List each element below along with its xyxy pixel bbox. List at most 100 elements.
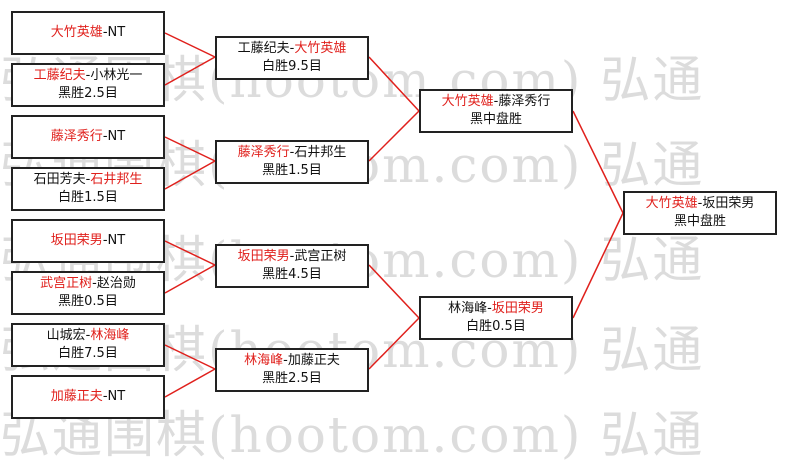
connector-line [368, 264, 420, 319]
players-line: 大竹英雄-NT [51, 24, 125, 42]
match-box-round1: 大竹英雄-NT [11, 11, 165, 55]
player-separator: - [85, 68, 91, 83]
match-result: 黑胜4.5目 [262, 267, 322, 282]
player-name: 石井邦生 [90, 172, 143, 187]
match-box-round1: 工藤纪夫-小林光一黑胜2.5目 [11, 63, 165, 107]
player-separator: - [102, 233, 108, 248]
match-result: 黑中盘胜 [673, 214, 726, 229]
player-name: 林海峰 [244, 353, 284, 368]
player-separator: - [92, 276, 97, 291]
match-box-round1: 坂田荣男-NT [11, 219, 165, 263]
match-box-round2: 林海峰-加藤正夫黑胜2.5目 [215, 348, 369, 392]
player-name: 坂田荣男 [50, 233, 103, 248]
match-box-round2: 坂田荣男-武宫正树黑胜4.5目 [215, 244, 369, 288]
player-separator: - [102, 129, 108, 144]
match-box-round1: 石田芳夫-石井邦生白胜1.5目 [11, 167, 165, 211]
match-result: 白胜7.5目 [58, 346, 118, 361]
player-name: 赵治勋 [96, 276, 136, 291]
player-name: 坂田荣男 [491, 301, 544, 316]
player-separator: - [289, 249, 295, 264]
players-line: 藤泽秀行-石井邦生 [238, 144, 347, 162]
match-box-round1: 藤泽秀行-NT [11, 115, 165, 159]
player-separator: - [102, 25, 108, 40]
match-box-round1: 武宫正树-赵治勋黑胜0.5目 [11, 271, 165, 315]
match-result: 白胜0.5目 [466, 319, 526, 334]
match-box-final: 大竹英雄-坂田荣男黑中盘胜 [623, 191, 777, 235]
player-separator: - [85, 328, 91, 343]
match-box-round1: 加藤正夫-NT [11, 375, 165, 419]
bracket-connectors [164, 32, 624, 398]
players-line: 石田芳夫-石井邦生 [34, 171, 143, 189]
players-line: 大竹英雄-藤泽秀行 [442, 93, 551, 111]
player-separator: - [289, 145, 295, 160]
player-name: 小林光一 [90, 68, 143, 83]
players-line: 大竹英雄-坂田荣男 [646, 195, 755, 213]
player-name: NT [107, 389, 126, 404]
player-name: NT [107, 233, 126, 248]
player-name: 山城宏 [46, 328, 86, 343]
player-name: 武宫正树 [40, 276, 93, 291]
player-name: 加藤正夫 [287, 353, 340, 368]
match-result: 白胜9.5目 [262, 59, 322, 74]
connector-line [164, 240, 216, 266]
player-name: 藤泽秀行 [498, 94, 551, 109]
connector-line [164, 160, 216, 190]
player-name: NT [107, 25, 126, 40]
players-line: 加藤正夫-NT [51, 388, 125, 406]
connector-line [368, 110, 420, 162]
player-separator: - [697, 196, 703, 211]
players-line: 藤泽秀行-NT [51, 128, 125, 146]
player-name: 坂田荣男 [702, 196, 755, 211]
player-name: 大竹英雄 [645, 196, 698, 211]
players-line: 工藤纪夫-大竹英雄 [238, 40, 347, 58]
player-name: 石田芳夫 [33, 172, 86, 187]
players-line: 工藤纪夫-小林光一 [34, 67, 143, 85]
player-name: 大竹英雄 [441, 94, 494, 109]
player-separator: - [85, 172, 91, 187]
player-separator: - [493, 94, 499, 109]
players-line: 林海峰-坂田荣男 [448, 300, 544, 318]
connector-line [164, 264, 216, 294]
connector-line [368, 317, 420, 370]
match-result: 白胜1.5目 [58, 190, 118, 205]
match-box-semifinal: 林海峰-坂田荣男白胜0.5目 [419, 296, 573, 340]
players-line: 坂田荣男-武宫正树 [238, 248, 347, 266]
match-result: 黑胜1.5目 [262, 163, 322, 178]
player-name: 坂田荣男 [237, 249, 290, 264]
player-name: 藤泽秀行 [237, 145, 290, 160]
players-line: 林海峰-加藤正夫 [244, 352, 340, 370]
players-line: 山城宏-林海峰 [47, 327, 130, 345]
connector-line [164, 368, 216, 398]
player-separator: - [289, 41, 295, 56]
match-result: 黑中盘胜 [469, 112, 522, 127]
player-name: 工藤纪夫 [33, 68, 86, 83]
player-separator: - [487, 301, 492, 316]
player-name: 工藤纪夫 [237, 41, 290, 56]
player-separator: - [102, 389, 108, 404]
match-result: 黑胜2.5目 [262, 371, 322, 386]
player-name: 林海峰 [90, 328, 130, 343]
player-name: 林海峰 [448, 301, 488, 316]
player-name: 大竹英雄 [294, 41, 347, 56]
player-name: 大竹英雄 [50, 25, 103, 40]
player-name: 武宫正树 [294, 249, 347, 264]
match-box-round1: 山城宏-林海峰白胜7.5目 [11, 323, 165, 367]
match-result: 黑胜2.5目 [58, 86, 118, 101]
connector-line [164, 32, 216, 58]
connector-line [572, 110, 624, 214]
players-line: 武宫正树-赵治勋 [40, 275, 136, 293]
match-box-round2: 藤泽秀行-石井邦生黑胜1.5目 [215, 140, 369, 184]
match-box-semifinal: 大竹英雄-藤泽秀行黑中盘胜 [419, 89, 573, 133]
player-name: 藤泽秀行 [50, 129, 103, 144]
player-name: 石井邦生 [294, 145, 347, 160]
connector-line [164, 56, 216, 86]
player-separator: - [283, 353, 288, 368]
match-result: 黑胜0.5目 [58, 294, 118, 309]
players-line: 坂田荣男-NT [51, 232, 125, 250]
player-name: NT [107, 129, 126, 144]
connector-line [368, 56, 420, 112]
connector-line [572, 212, 624, 319]
connector-line [164, 136, 216, 162]
match-box-round2: 工藤纪夫-大竹英雄白胜9.5目 [215, 36, 369, 80]
player-name: 加藤正夫 [50, 389, 103, 404]
